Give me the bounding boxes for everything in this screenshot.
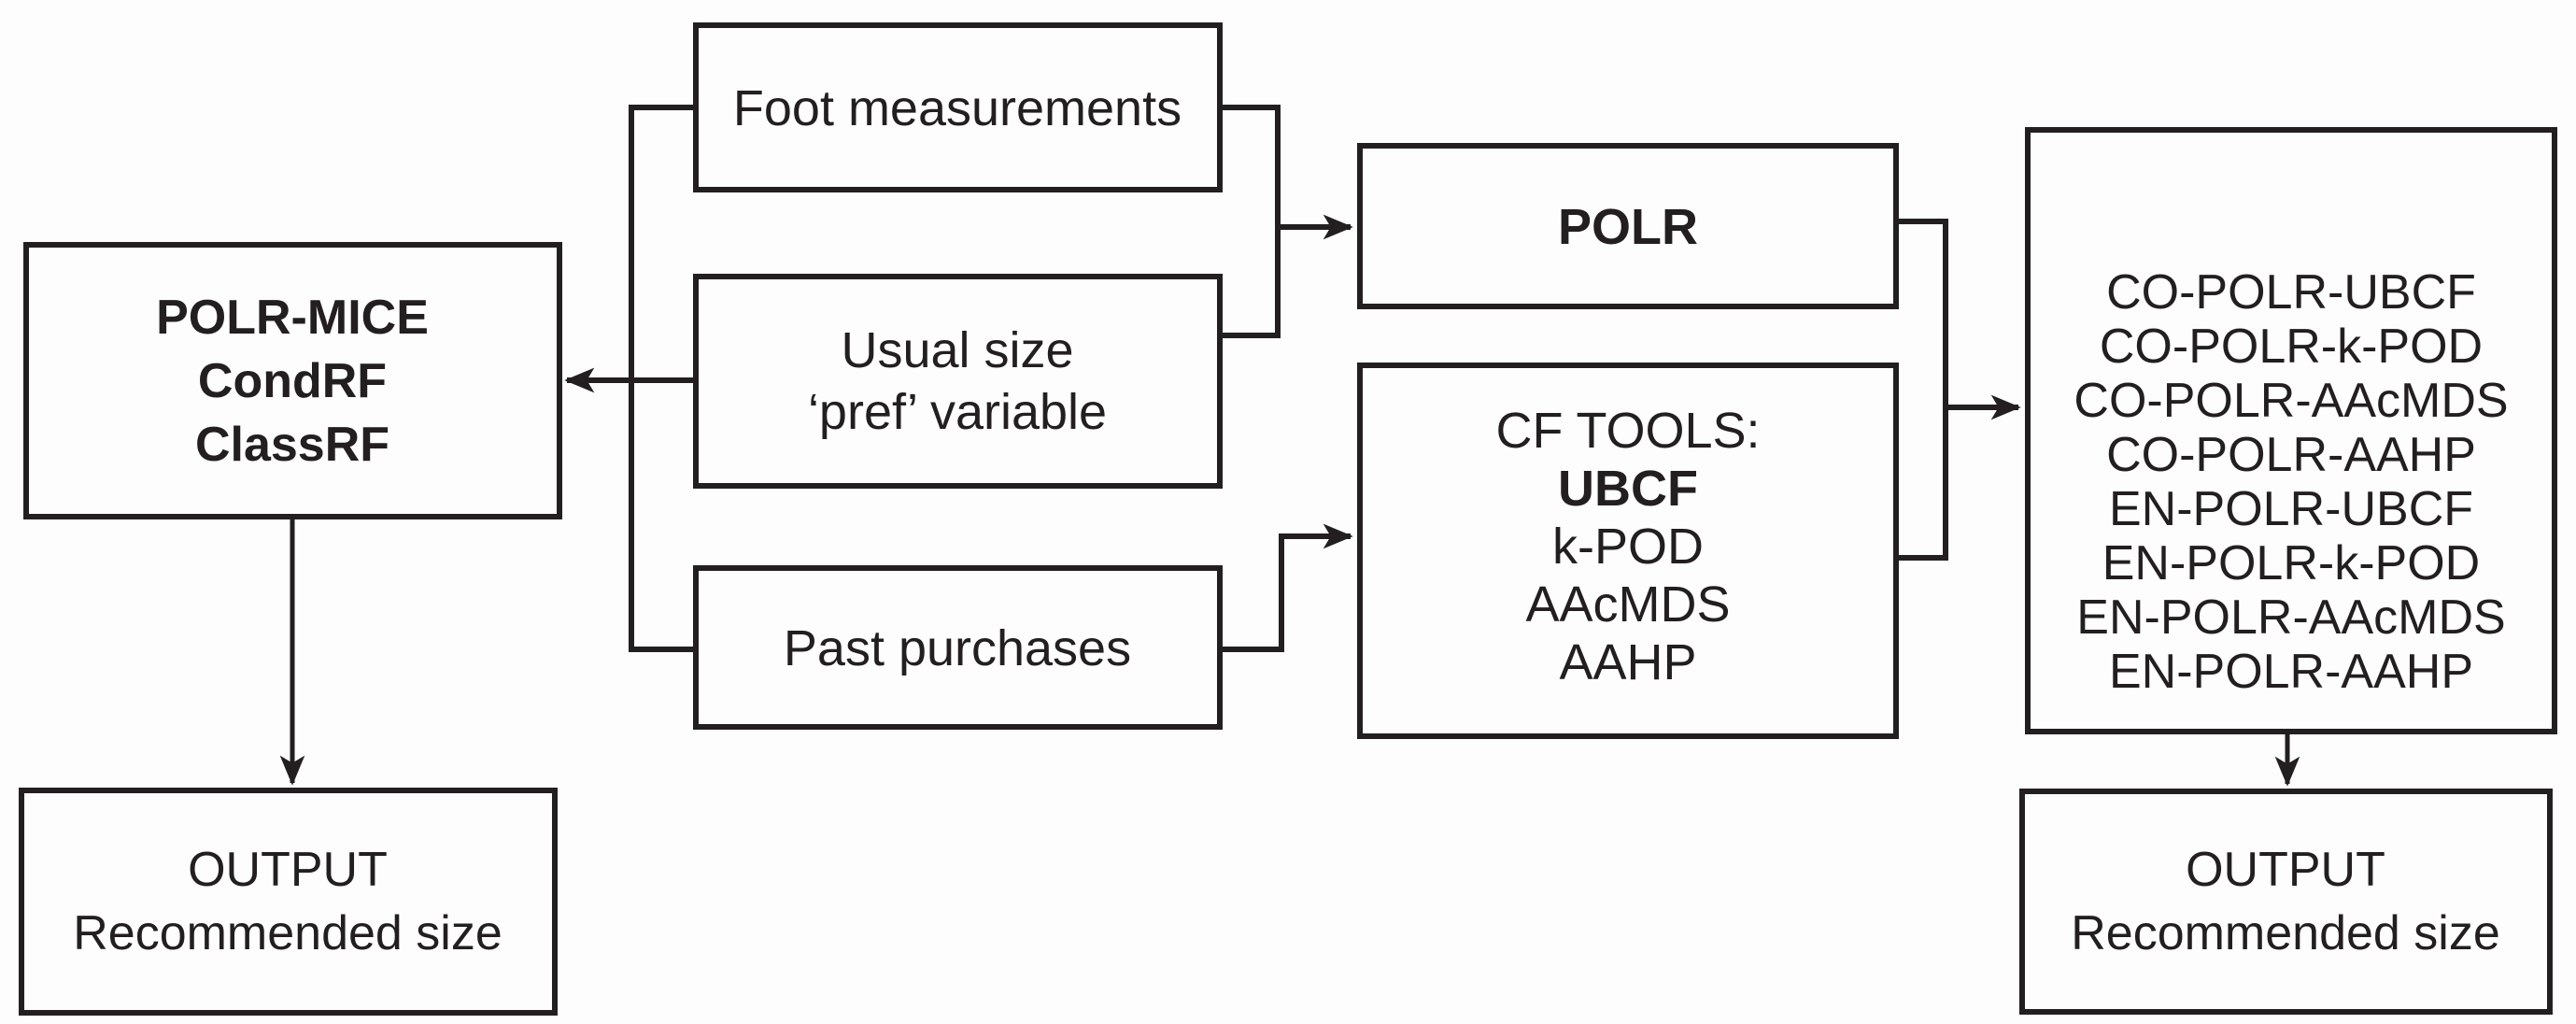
combinations-box <box>2025 127 2557 734</box>
usual-size-box-group: Usual size ‘pref’ variable <box>693 274 1223 489</box>
foot-measurements-label: Foot measurements <box>733 80 1182 136</box>
output-right-box-group: OUTPUT Recommended size <box>2019 789 2553 1015</box>
combination-line: CO-POLR-AAcMDS <box>2074 374 2508 428</box>
combinations-box-group: CO-POLR-UBCF CO-POLR-k-POD CO-POLR-AAcMD… <box>2025 127 2557 734</box>
cf-tools-box-group: CF TOOLS: UBCF k-POD AAcMDS AAHP <box>1357 363 1899 739</box>
models-box-group: POLR-MICE CondRF ClassRF <box>23 242 562 519</box>
arrow-past-to-cf-tools <box>1217 523 1353 652</box>
usual-size-line: ‘pref’ variable <box>808 384 1107 440</box>
foot-measurements-box-group: Foot measurements <box>693 22 1223 192</box>
combination-line: CO-POLR-UBCF <box>2106 265 2476 320</box>
usual-size-box <box>693 274 1223 489</box>
cf-tools-line: AAcMDS <box>1525 576 1730 633</box>
output-right-line: OUTPUT <box>2186 843 2385 897</box>
output-left-box <box>19 788 558 1016</box>
cf-tools-line: UBCF <box>1558 461 1698 517</box>
output-left-line: OUTPUT <box>188 843 388 897</box>
models-box-line: CondRF <box>198 354 387 408</box>
combination-line: EN-POLR-UBCF <box>2109 482 2473 536</box>
combination-line: EN-POLR-AAcMDS <box>2076 590 2505 645</box>
past-purchases-label: Past purchases <box>784 620 1131 676</box>
foot-measurements-box <box>693 22 1223 192</box>
output-left-box-group: OUTPUT Recommended size <box>19 788 558 1016</box>
bracket-foot-usual-right <box>1217 105 1281 338</box>
output-right-line: Recommended size <box>2071 906 2500 960</box>
polr-box-group: POLR <box>1357 143 1899 309</box>
cf-tools-box <box>1357 363 1899 739</box>
usual-size-line: Usual size <box>841 322 1073 378</box>
combination-line: EN-POLR-AAHP <box>2109 645 2473 699</box>
combination-line: CO-POLR-k-POD <box>2100 320 2483 374</box>
models-box-line: ClassRF <box>195 418 389 472</box>
polr-box <box>1357 143 1899 309</box>
combination-line: EN-POLR-k-POD <box>2102 536 2480 590</box>
output-right-box <box>2019 789 2553 1015</box>
past-purchases-box-group: Past purchases <box>693 565 1223 730</box>
polr-label: POLR <box>1558 199 1698 255</box>
models-box-line: POLR-MICE <box>156 291 429 345</box>
combination-line: CO-POLR-AAHP <box>2106 428 2476 482</box>
past-purchases-box <box>693 565 1223 730</box>
output-left-line: Recommended size <box>73 906 502 960</box>
bracket-polr-cf-right <box>1893 219 1948 561</box>
cf-tools-line: k-POD <box>1552 519 1704 575</box>
cf-tools-line: AAHP <box>1559 634 1696 690</box>
models-box <box>23 242 562 519</box>
cf-tools-line: CF TOOLS: <box>1495 403 1760 459</box>
